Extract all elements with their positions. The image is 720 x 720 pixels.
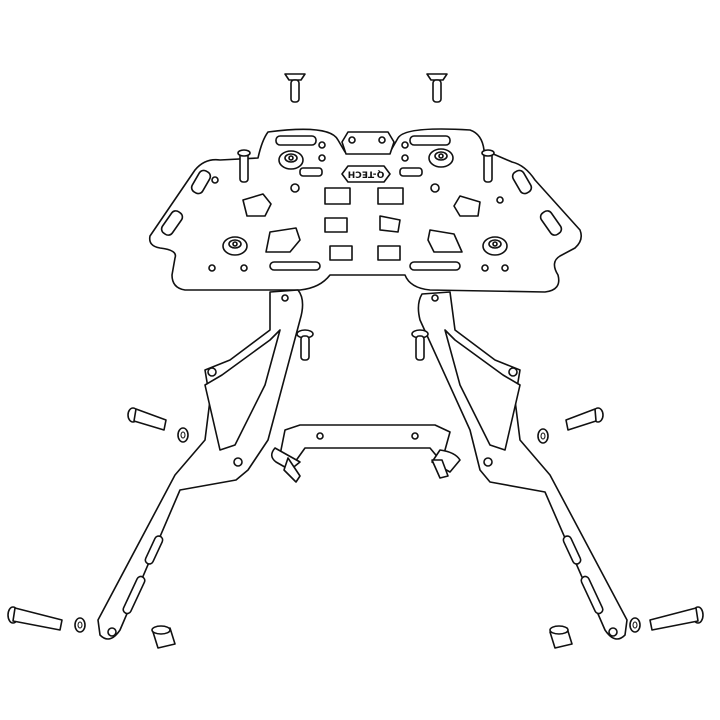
q-tech-logo: Q-TECH bbox=[341, 165, 391, 183]
mid-bolt-right bbox=[537, 407, 604, 444]
grommets bbox=[222, 148, 508, 256]
right-side-bracket bbox=[417, 291, 628, 640]
logo-text: Q-TECH bbox=[348, 169, 385, 179]
mid-bolt-left bbox=[127, 407, 189, 443]
left-side-bracket bbox=[97, 289, 304, 640]
plate-bolts bbox=[237, 149, 495, 183]
center-cross-bracket bbox=[270, 424, 461, 483]
bottom-bolt-left bbox=[7, 606, 86, 633]
top-bolt-right bbox=[426, 73, 448, 103]
bracket-bolts bbox=[296, 329, 429, 361]
spacer-left bbox=[151, 625, 176, 649]
bottom-bolt-right bbox=[629, 606, 704, 633]
top-plate: Q-TECH bbox=[148, 128, 582, 293]
top-bolt-left bbox=[284, 73, 306, 103]
spacer-right bbox=[549, 625, 573, 649]
